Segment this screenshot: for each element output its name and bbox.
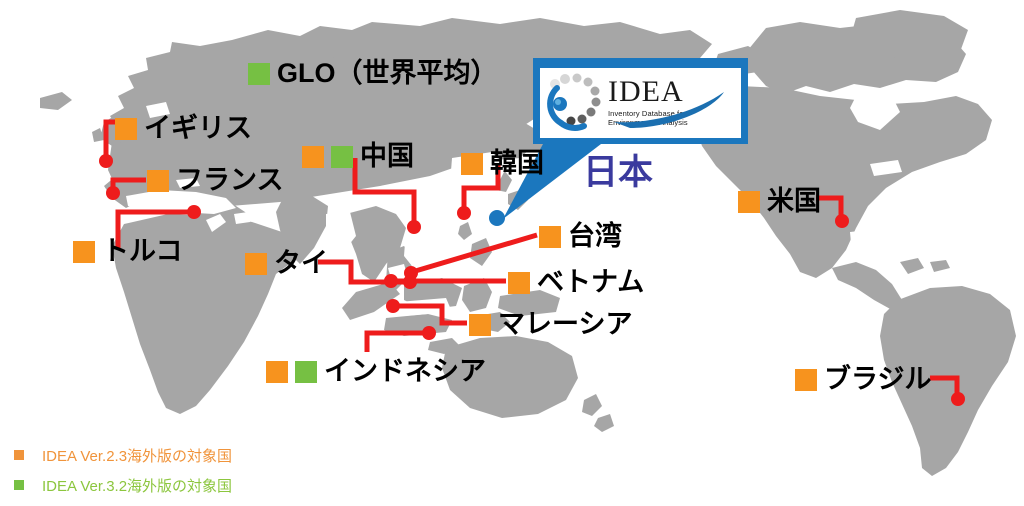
leader-brazil (930, 375, 960, 398)
label-korea-text: 韓国 (490, 148, 544, 178)
idea-subtitle: Inventory Database for Environmental Ana… (608, 109, 688, 128)
label-indonesia-text: インドネシア (324, 356, 486, 386)
label-indonesia: インドネシア (266, 358, 486, 385)
swatch-orange-usa (738, 190, 760, 213)
idea-subtitle-line1: Inventory Database for (608, 108, 687, 118)
label-taiwan: 台湾 (539, 223, 622, 250)
label-thailand: タイ (245, 250, 328, 277)
label-glo: GLO（世界平均） (248, 60, 498, 87)
swatch-orange-uk (115, 117, 137, 140)
idea-subtitle-line2: Environmental Analysis (608, 118, 688, 128)
idea-wordmark: IDEA (608, 75, 684, 109)
label-glo-text: GLO（世界平均） (277, 58, 498, 88)
label-taiwan-text: 台湾 (568, 221, 622, 251)
idea-logo-callout-box: IDEA Inventory Database for Environmenta… (533, 58, 748, 144)
label-france-text: フランス (176, 165, 284, 195)
label-uk: イギリス (115, 115, 252, 142)
legend-label-ver23: IDEA Ver.2.3海外版の対象国 (42, 447, 233, 465)
legend-swatch-orange (14, 450, 24, 460)
label-brazil: ブラジル (795, 366, 931, 393)
legend-label-ver32: IDEA Ver.3.2海外版の対象国 (42, 477, 233, 495)
swatch-orange-vietnam (508, 271, 530, 294)
leader-thailand (318, 259, 409, 285)
label-turkey-text: トルコ (102, 236, 183, 266)
leader-endpoint-dots (99, 154, 965, 406)
label-uk-text: イギリス (144, 113, 252, 143)
swatch-orange-china (302, 145, 324, 168)
leader-usa (816, 195, 844, 220)
label-korea: 韓国 (461, 150, 544, 177)
leader-taiwan (411, 232, 538, 275)
leader-malaysia (394, 303, 467, 326)
swatch-green-glo (248, 62, 270, 85)
label-vietnam-text: ベトナム (537, 267, 645, 297)
label-brazil-text: ブラジル (824, 364, 932, 394)
legend-swatch-green (14, 480, 24, 490)
leader-china (352, 158, 417, 226)
idea-logo-inner: IDEA Inventory Database for Environmenta… (540, 68, 741, 138)
swatch-orange-turkey (73, 240, 95, 263)
swatch-orange-indonesia (266, 360, 288, 383)
leader-korea (461, 164, 501, 212)
label-china: 中国 (302, 143, 414, 170)
label-malaysia-text: マレーシア (498, 309, 633, 339)
idea-circle-dots-icon (544, 72, 606, 134)
swatch-orange-france (147, 169, 169, 192)
label-china-text: 中国 (360, 141, 414, 171)
label-vietnam: ベトナム (508, 269, 644, 296)
idea-logo-text: IDEA Inventory Database for Environmenta… (608, 75, 724, 129)
label-france: フランス (147, 167, 283, 194)
label-usa-text: 米国 (767, 186, 821, 216)
label-malaysia: マレーシア (469, 311, 632, 338)
legend-item-ver32: IDEA Ver.3.2海外版の対象国 (8, 470, 428, 500)
leader-indonesia (364, 330, 428, 352)
swatch-green-china (331, 145, 353, 168)
label-thailand-text: タイ (274, 248, 328, 278)
swatch-orange-malaysia (469, 313, 491, 336)
leader-turkey (115, 209, 193, 248)
swatch-orange-brazil (795, 368, 817, 391)
swatch-orange-korea (461, 152, 483, 175)
label-japan: 日本 (583, 155, 653, 190)
legend: IDEA Ver.2.3海外版の対象国 IDEA Ver.3.2海外版の対象国 (8, 440, 428, 500)
legend-item-ver23: IDEA Ver.2.3海外版の対象国 (8, 440, 428, 470)
label-turkey: トルコ (73, 238, 182, 265)
label-japan-text: 日本 (583, 153, 654, 192)
swatch-green-indonesia (295, 360, 317, 383)
swatch-orange-taiwan (539, 225, 561, 248)
label-usa: 米国 (738, 188, 821, 215)
swatch-orange-thailand (245, 252, 267, 275)
